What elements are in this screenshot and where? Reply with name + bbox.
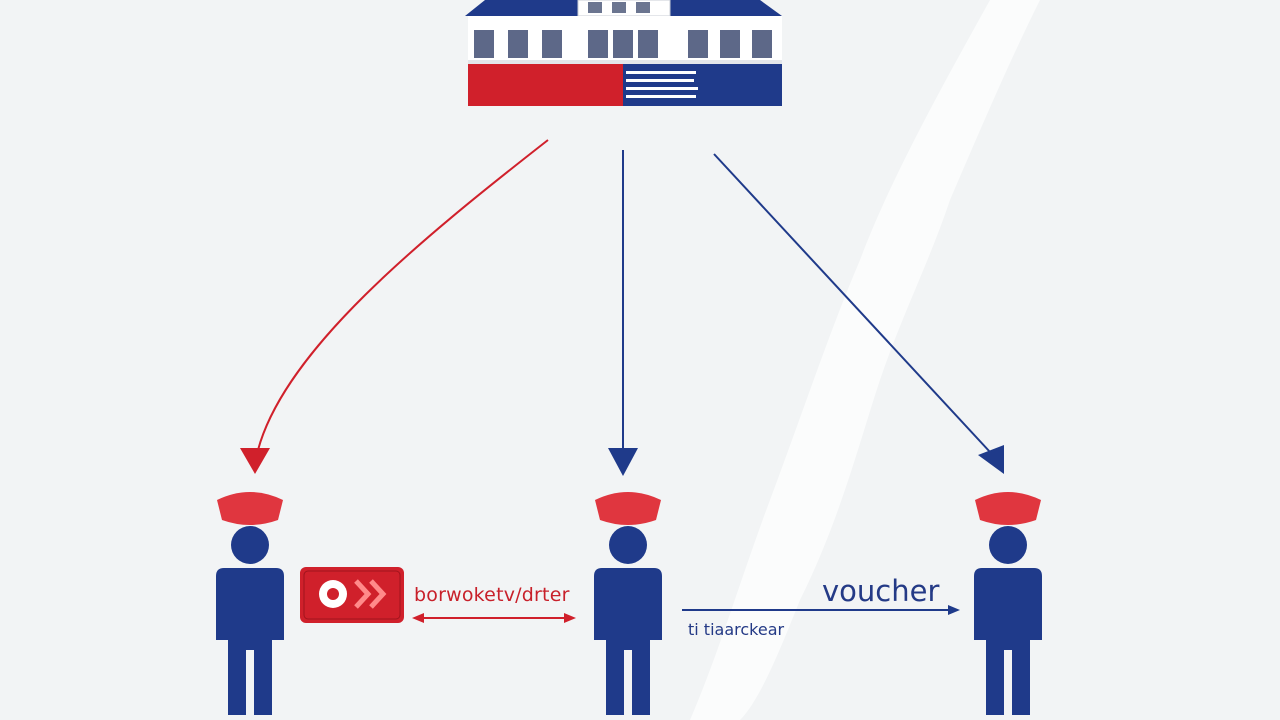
building-icon — [465, 0, 782, 106]
voucher-sublabel: ti tiaarckear — [688, 620, 785, 639]
person-icon — [594, 492, 662, 715]
arrow-icon — [713, 153, 1004, 474]
arrow-icon — [608, 150, 638, 476]
person-icon — [216, 492, 284, 715]
ticket-icon — [300, 567, 404, 623]
transfer-label: borwoketv/drter — [414, 584, 570, 606]
voucher-arrow — [682, 605, 960, 615]
voucher-label: voucher — [822, 574, 940, 608]
arrow-icon — [240, 139, 549, 474]
person-icon — [974, 492, 1042, 715]
double-arrow — [412, 613, 576, 623]
